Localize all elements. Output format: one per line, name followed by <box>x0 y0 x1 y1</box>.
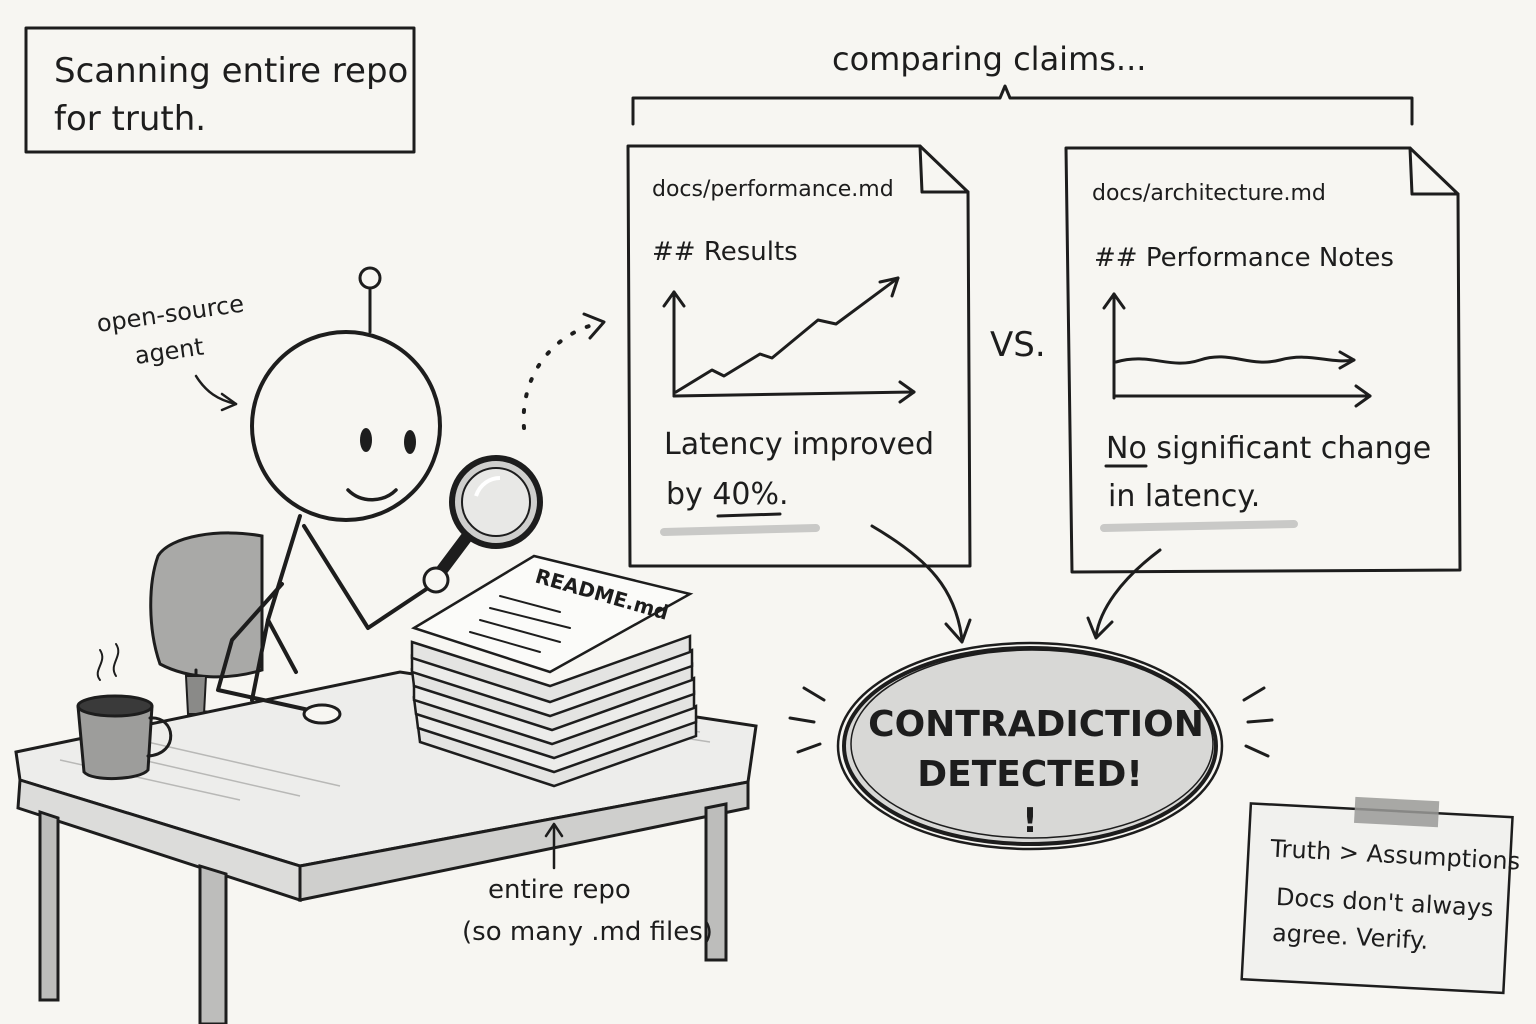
caption-box: Scanning entire repo for truth. <box>24 26 416 154</box>
magnifying-glass-icon <box>422 455 543 594</box>
doc-architecture: docs/architecture.md ## Performance Note… <box>1064 146 1462 574</box>
alert-mark: ! <box>1022 801 1038 841</box>
claim-rest: significant change <box>1147 431 1431 466</box>
coffee-mug-icon <box>76 643 173 781</box>
doc-architecture-page <box>1064 146 1462 574</box>
claim-highlight-right <box>1100 520 1298 532</box>
flat-line <box>1114 355 1356 365</box>
claim-value: 40% <box>712 477 779 512</box>
arrow-left-doc-to-alert <box>870 524 964 642</box>
paper-stack: README.md <box>410 554 698 788</box>
doc-performance-claim-line-2: by 40%. <box>666 477 789 512</box>
claim-no: No <box>1106 431 1147 466</box>
doc-performance-heading: ## Results <box>652 237 798 267</box>
agent-label-line-1: open-source <box>95 290 246 338</box>
doc-architecture-claim-line-1: No significant change <box>1106 431 1431 466</box>
rising-chart <box>662 276 916 404</box>
tape-icon <box>1354 796 1440 828</box>
repo-label-line-2: (so many .md files) <box>462 917 713 947</box>
rising-line <box>674 276 900 394</box>
doc-architecture-heading: ## Performance Notes <box>1094 243 1394 273</box>
doc-performance-claim-line-1: Latency improved <box>664 427 934 462</box>
doc-performance: docs/performance.md ## Results Latency i… <box>626 144 972 568</box>
contradiction-alert: CONTRADICTION DETECTED! ! <box>788 641 1274 851</box>
comparing-label: comparing claims... <box>832 40 1146 78</box>
claim-by: by <box>666 477 712 512</box>
arrow-right-doc-to-alert <box>1094 548 1162 638</box>
value-underline <box>716 512 782 518</box>
sticky-note: Truth > Assumptions Docs don't always ag… <box>1240 796 1521 995</box>
repo-label-line-1: entire repo <box>488 875 631 905</box>
comparing-bracket: comparing claims... <box>631 40 1414 126</box>
versus-label: VS. <box>990 325 1046 365</box>
dotted-arrow <box>521 322 598 430</box>
agent-label-line-2: agent <box>133 333 206 370</box>
claim-end: . <box>779 477 789 512</box>
agent-figure <box>216 266 543 725</box>
alert-line-1: CONTRADICTION <box>868 704 1204 745</box>
doc-performance-filename: docs/performance.md <box>652 177 894 202</box>
alert-line-2: DETECTED! <box>917 754 1143 795</box>
doc-architecture-filename: docs/architecture.md <box>1092 181 1326 206</box>
agent-label: open-source agent <box>95 290 246 412</box>
doc-performance-page <box>626 144 972 568</box>
caption-line-1: Scanning entire repo <box>54 51 408 91</box>
doc-architecture-claim-line-2: in latency. <box>1108 479 1260 514</box>
robot-antenna-icon <box>358 266 382 334</box>
readme-top-page <box>410 554 694 674</box>
caption-line-2: for truth. <box>54 99 206 139</box>
flat-chart <box>1102 292 1372 408</box>
office-chair-icon <box>149 531 264 715</box>
repo-label: entire repo (so many .md files) <box>462 822 713 947</box>
claim-highlight <box>660 524 820 536</box>
